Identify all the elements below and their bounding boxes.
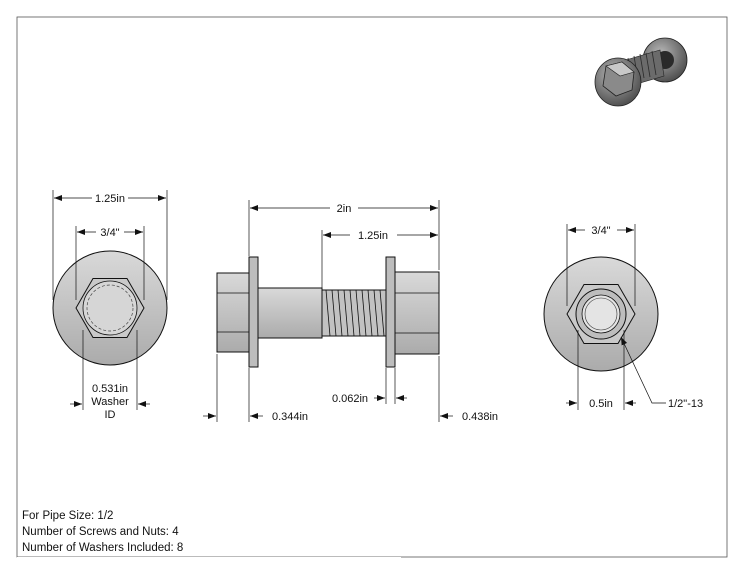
left-outer-diameter-label: 1.25in <box>95 193 125 205</box>
side-view-bolt-assembly <box>216 256 440 368</box>
right-hex-width-label: 3/4" <box>591 225 610 237</box>
bolt-diameter-label: 0.5in <box>589 398 613 410</box>
isometric-preview <box>594 37 688 107</box>
head-height-label: 0.344in <box>272 411 308 423</box>
thread-spec-label: 1/2"-13 <box>668 398 703 410</box>
overall-length-label: 2in <box>337 203 352 215</box>
pipe-size-note: For Pipe Size: 1/2 <box>22 510 114 522</box>
left-hex-width-label: 3/4" <box>100 227 119 239</box>
left-end-view <box>52 250 168 366</box>
washer-thickness-label: 0.062in <box>332 393 368 405</box>
notes-block: For Pipe Size: 1/2 Number of Screws and … <box>22 508 183 556</box>
washer-id-caption-line1: Washer <box>91 396 129 408</box>
nut-height-label: 0.438in <box>462 411 498 423</box>
washers-note: Number of Washers Included: 8 <box>22 542 184 554</box>
right-view-dimensions <box>566 224 666 410</box>
washer-id-value-label: 0.531in <box>92 383 128 395</box>
border-gap <box>17 557 401 558</box>
left-view-dimensions <box>52 190 168 410</box>
washer-id-caption-line2: ID <box>105 409 116 421</box>
right-end-view <box>543 256 659 372</box>
side-view-dimensions <box>203 200 453 422</box>
screws-nuts-note: Number of Screws and Nuts: 4 <box>22 526 179 538</box>
thread-length-label: 1.25in <box>358 230 388 242</box>
